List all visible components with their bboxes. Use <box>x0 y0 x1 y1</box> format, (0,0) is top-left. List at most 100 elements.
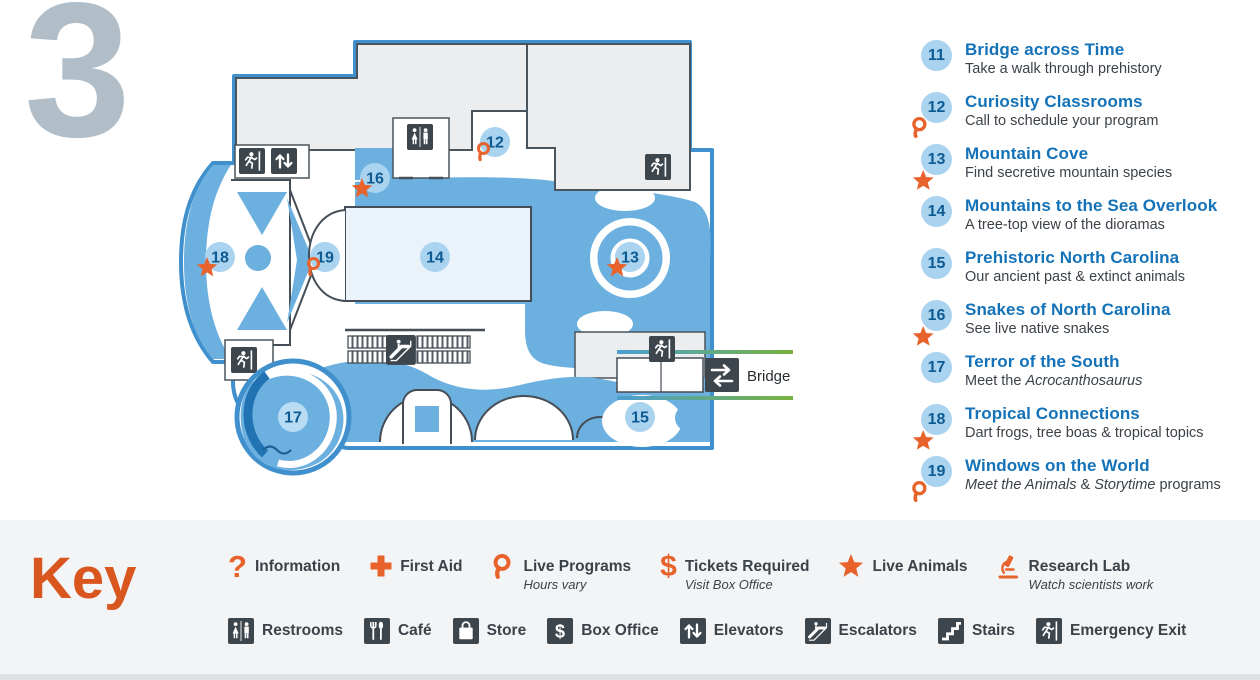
svg-text:18: 18 <box>211 250 229 267</box>
water-hole-top <box>595 185 655 211</box>
key-label: Live Programs <box>523 558 632 575</box>
live-animals-icon <box>839 554 864 577</box>
map-marker-13: 13 <box>606 242 645 277</box>
key-item-box-office: $ Box Office <box>547 618 659 644</box>
exhibit-desc: Meet the Acrocanthosaurus <box>965 373 1143 389</box>
first-aid-icon <box>370 555 392 577</box>
key-item-stairs: Stairs <box>937 618 1016 644</box>
stairs-icon <box>937 618 964 644</box>
map-marker-14: 14 <box>420 242 450 272</box>
key-item-cafe: Café <box>363 618 432 644</box>
emergency-exit-icon <box>648 335 676 363</box>
room-18-shape-top <box>237 192 287 235</box>
restrooms-icon <box>406 123 434 151</box>
map-marker-15: 15 <box>625 402 655 432</box>
exhibit-item-19: 19 Windows on the World Meet the Animals… <box>912 456 1253 503</box>
room-17-swirl-dark <box>243 371 270 458</box>
exhibit-marker: 16 <box>921 300 952 331</box>
svg-text:16: 16 <box>366 171 384 188</box>
live-animals-icon <box>912 326 934 346</box>
escalator-track <box>416 335 471 349</box>
key-item-emergency-exit: Emergency Exit <box>1036 618 1186 644</box>
bridge-rail-top <box>617 350 793 354</box>
bridge-label: Bridge <box>747 368 790 385</box>
emergency-exit-icon <box>1036 618 1063 644</box>
mountain-cove-ring <box>597 225 663 291</box>
room-18-chevron <box>287 198 313 323</box>
exhibit-item-18: 18 Tropical Connections Dart frogs, tree… <box>912 404 1253 450</box>
svg-text:19: 19 <box>316 250 334 267</box>
exhibit-title: Bridge across Time <box>965 40 1125 59</box>
escalators-icon <box>804 618 831 644</box>
research-lab-icon <box>998 554 1018 579</box>
exhibit-item-16: 16 Snakes of North Carolina See live nat… <box>912 300 1253 346</box>
store-icon <box>452 618 479 644</box>
exhibit-item-12: 12 Curiosity Classrooms Call to schedule… <box>912 92 1253 139</box>
exhibit-title: Terror of the South <box>965 352 1120 371</box>
elevators-icon <box>269 146 299 176</box>
key-item-escalators: Escalators <box>804 618 917 644</box>
exhibit-desc: A tree-top view of the dioramas <box>965 217 1165 233</box>
key-row-1: ? Information First Aid Live Programs Ho… <box>228 549 1154 593</box>
water-dot-right <box>675 405 701 431</box>
exhibit-title: Curiosity Classrooms <box>965 92 1143 111</box>
exhibit-item-11: 11 Bridge across Time Take a walk throug… <box>921 40 1253 79</box>
key-label: Café <box>397 622 432 639</box>
room-18-shape-bottom <box>237 287 287 330</box>
key-item-live-programs: Live Programs Hours vary <box>491 554 631 592</box>
exhibit-item-15: 15 Prehistoric North Carolina Our ancien… <box>921 248 1253 287</box>
key-label: Stairs <box>971 622 1016 639</box>
information-icon: ? <box>228 549 247 584</box>
room-17-swirl <box>261 368 337 468</box>
key-item-elevators: Elevators <box>679 618 784 644</box>
key-label: Restrooms <box>262 622 343 639</box>
floor-number: 3 <box>24 0 131 177</box>
live-animals-icon <box>912 170 934 190</box>
key-label: Information <box>254 558 341 575</box>
tickets-required-icon: $ <box>660 550 677 583</box>
water-dot-left <box>245 245 271 271</box>
key-item-information: ? Information <box>228 549 341 584</box>
elevators-icon <box>679 618 706 644</box>
exhibit-list: 11 Bridge across Time Take a walk throug… <box>912 40 1253 508</box>
key-sublabel: Visit Box Office <box>684 577 773 592</box>
escalator-track <box>347 335 388 349</box>
floor-plan-map: Bridge 12 13 <box>179 40 793 476</box>
key-sublabel: Watch scientists work <box>1028 577 1154 592</box>
key-item-restrooms: Restrooms <box>228 618 343 644</box>
water-hole-bottom <box>577 311 633 337</box>
emergency-exit-icon <box>238 147 266 175</box>
dome-2 <box>474 395 574 441</box>
corridor-u-blue <box>415 406 439 432</box>
exhibit-marker: 14 <box>921 196 952 227</box>
exhibit-title: Mountains to the Sea Overlook <box>965 196 1218 215</box>
exhibit-desc: Find secretive mountain species <box>965 165 1173 181</box>
fossil-squiggle <box>262 445 292 455</box>
svg-text:15: 15 <box>631 410 649 427</box>
map-marker-17: 17 <box>278 402 308 432</box>
map-marker-19: 19 <box>306 242 340 277</box>
room-top-right <box>526 43 691 191</box>
svg-text:14: 14 <box>426 250 444 267</box>
emergency-exit-icon <box>644 153 672 181</box>
exhibit-item-17: 17 Terror of the South Meet the Acrocant… <box>921 352 1253 391</box>
key-item-tickets-required: $ Tickets Required Visit Box Office <box>660 550 809 593</box>
escalators-icon <box>384 333 418 367</box>
exhibit-item-14: 14 Mountains to the Sea Overlook A tree-… <box>921 196 1253 235</box>
map-marker-16: 16 <box>351 163 390 198</box>
key-label: Elevators <box>713 622 784 639</box>
escalator-track <box>347 350 388 364</box>
svg-text:$: $ <box>555 622 565 642</box>
emergency-exit-icon <box>230 346 258 374</box>
escalator-track <box>416 350 471 364</box>
key-label: Research Lab <box>1028 558 1131 575</box>
live-programs-icon <box>912 481 927 503</box>
map-marker-12: 12 <box>476 127 510 162</box>
exhibit-desc: Dart frogs, tree boas & tropical topics <box>965 425 1204 441</box>
bridge-rail-bottom <box>617 396 793 400</box>
exhibit-title: Snakes of North Carolina <box>965 300 1171 319</box>
svg-text:17: 17 <box>284 410 302 427</box>
key-title: Key <box>30 546 137 611</box>
exhibit-desc: Take a walk through prehistory <box>965 61 1162 77</box>
